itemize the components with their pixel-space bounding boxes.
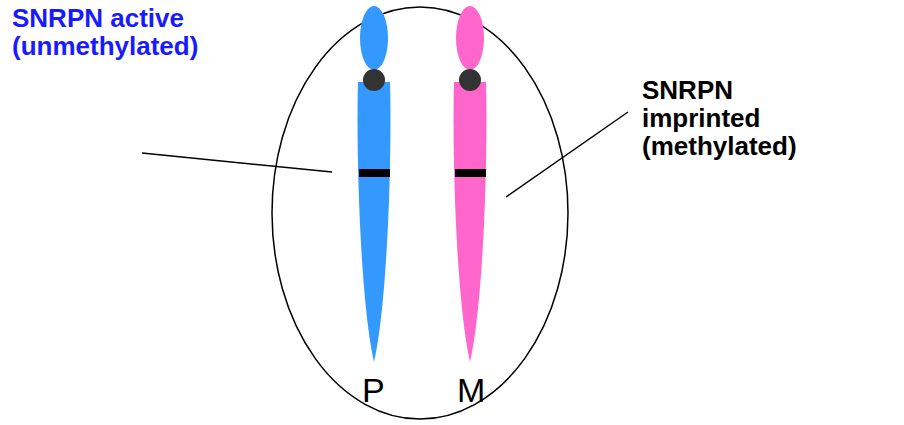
leader-line — [142, 153, 332, 172]
cell-outline — [272, 7, 568, 419]
chromosome-label: P — [362, 372, 385, 408]
gene-state-label: SNRPN imprinted (methylated) — [642, 76, 797, 160]
maternal-chromosome — [454, 6, 487, 362]
leader-line — [506, 112, 628, 197]
chromosome-label: M — [457, 372, 485, 408]
paternal-chromosome — [358, 6, 391, 362]
gene-state-label: SNRPN active (unmethylated) — [12, 4, 198, 60]
